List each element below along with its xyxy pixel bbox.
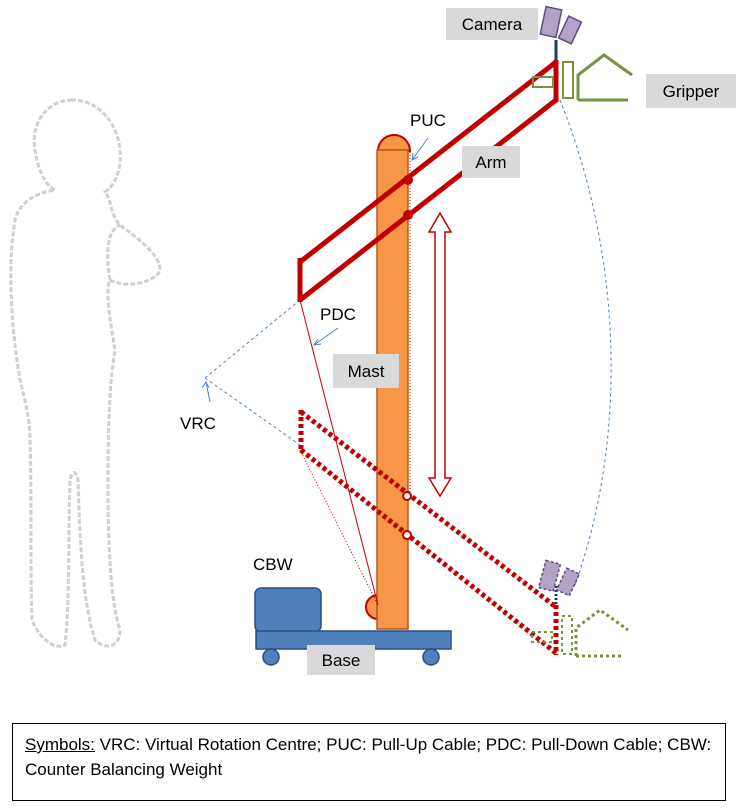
- camera-label: Camera: [462, 15, 523, 34]
- symbols-legend: Symbols: VRC: Virtual Rotation Centre; P…: [12, 723, 726, 801]
- base-wheel-right: [422, 648, 440, 666]
- vrc-callout-arrow: [205, 381, 211, 403]
- top-pulley: [376, 134, 412, 152]
- camera-label-box: [446, 8, 538, 40]
- arm-label-box: [462, 146, 520, 178]
- arm-joint-lower-pos-lower: [402, 530, 412, 540]
- human-silhouette: [9, 98, 162, 648]
- camera-lowered: [537, 559, 581, 605]
- mast-label-box: [333, 354, 399, 388]
- camera-raised: [539, 5, 583, 60]
- human-arm-outline: [106, 223, 121, 281]
- gripper-lowered: [531, 608, 629, 658]
- vertical-motion-arrow: [427, 211, 453, 498]
- bottom-pulley: [365, 593, 379, 621]
- counter-balancing-weight: [254, 587, 322, 633]
- cbw-label: CBW: [253, 555, 293, 574]
- legend-header: Symbols:: [25, 735, 95, 754]
- arm-raised: [297, 60, 559, 302]
- legend-text: VRC: Virtual Rotation Centre; PUC: Pull-…: [25, 735, 712, 779]
- gripper-raised: [532, 53, 633, 102]
- arm-label: Arm: [475, 153, 506, 172]
- base-label: Base: [322, 651, 361, 670]
- vrc-label: VRC: [180, 414, 216, 433]
- arm-lowered: [298, 410, 559, 655]
- arm-joint-upper: [403, 175, 413, 185]
- puc-callout-arrow: [411, 137, 429, 161]
- pull-down-cable: [299, 299, 379, 606]
- gripper-label-box: [646, 74, 736, 108]
- arm-joint-lower: [403, 210, 413, 220]
- vrc-guide-lower: [204, 377, 301, 446]
- gripper-arc-path: [559, 99, 612, 586]
- pdc-callout-arrow: [313, 327, 339, 346]
- pdc-label: PDC: [320, 305, 356, 324]
- base-wheel-left: [262, 648, 280, 666]
- mast-label: Mast: [348, 362, 385, 381]
- pull-down-cable-lower: [299, 449, 379, 606]
- gripper-label: Gripper: [663, 82, 720, 101]
- arm-joint-lower-pos-upper: [402, 491, 412, 501]
- vrc-guide-upper: [204, 299, 301, 379]
- puc-label: PUC: [410, 111, 446, 130]
- base-label-box: [307, 645, 375, 675]
